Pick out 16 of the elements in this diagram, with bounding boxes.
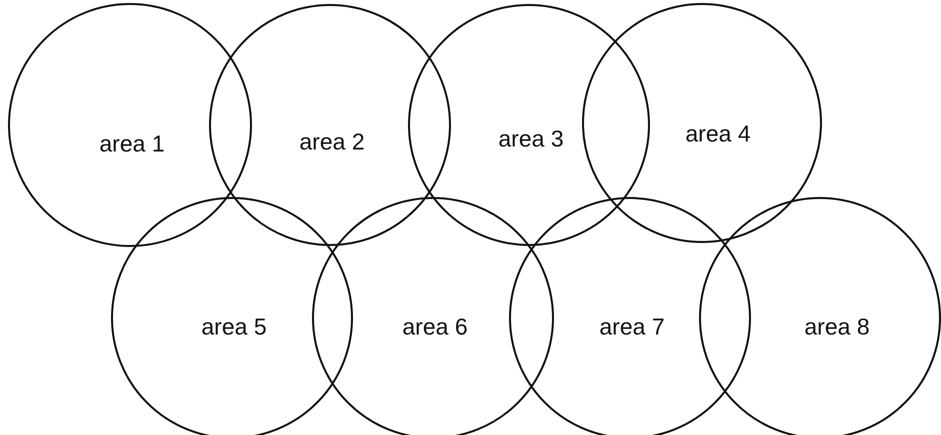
area-label: area 6 bbox=[402, 314, 468, 340]
area-label: area 8 bbox=[804, 314, 870, 340]
area-label: area 4 bbox=[685, 120, 751, 148]
area-circle bbox=[582, 3, 822, 243]
area-circle bbox=[408, 4, 650, 246]
area-circle bbox=[8, 3, 252, 247]
area-circle bbox=[699, 197, 941, 435]
area-label: area 7 bbox=[599, 314, 665, 340]
area-circle bbox=[509, 197, 751, 435]
area-label: area 2 bbox=[299, 128, 365, 156]
area-circle bbox=[111, 197, 353, 435]
area-label: area 3 bbox=[498, 126, 564, 152]
area-circle bbox=[209, 4, 451, 246]
area-label: area 5 bbox=[201, 314, 267, 340]
area-circle bbox=[312, 197, 554, 435]
area-label: area 1 bbox=[99, 130, 165, 158]
